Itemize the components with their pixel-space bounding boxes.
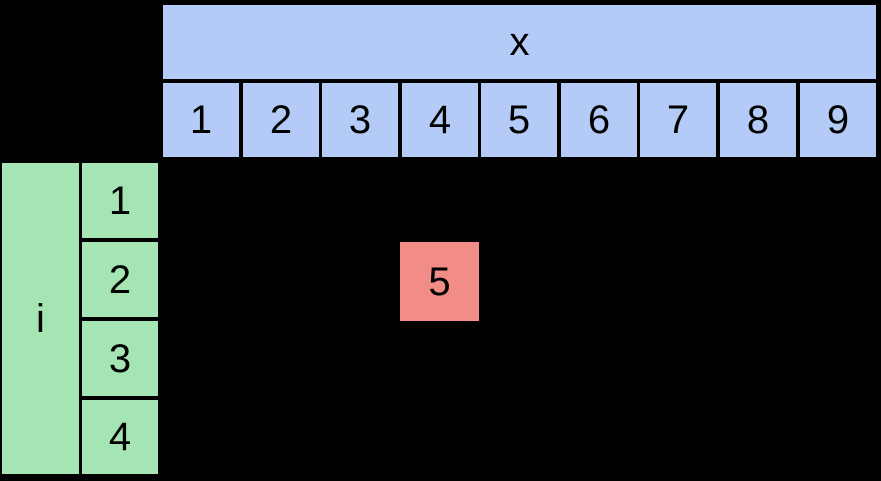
column-header-3[interactable]: 3 [320, 81, 400, 159]
column-header-8[interactable]: 8 [718, 81, 798, 159]
column-header-9[interactable]: 9 [798, 81, 878, 159]
column-header-2[interactable]: 2 [241, 81, 321, 159]
column-header-7[interactable]: 7 [638, 81, 718, 159]
column-header-1[interactable]: 1 [161, 81, 241, 159]
column-header-6[interactable]: 6 [559, 81, 639, 159]
row-header-4[interactable]: 4 [80, 398, 160, 476]
column-header-4[interactable]: 4 [400, 81, 480, 159]
row-header-1[interactable]: 1 [80, 161, 160, 240]
table-cell-c4-r2[interactable]: 5 [400, 242, 479, 321]
row-header-3[interactable]: 3 [80, 319, 160, 398]
column-header-5[interactable]: 5 [479, 81, 559, 159]
row-axis-label: i [0, 161, 81, 476]
column-axis-label: x [161, 3, 878, 81]
row-header-2[interactable]: 2 [80, 240, 160, 319]
